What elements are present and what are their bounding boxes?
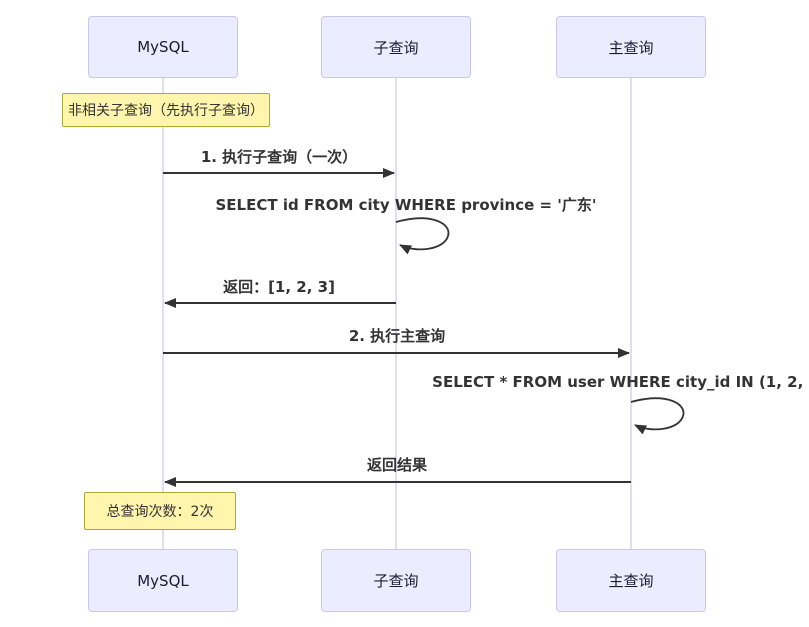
actor-label: 主查询 [608,38,654,57]
actor-bottom-mainquery: 主查询 [556,549,706,612]
message-label-select-city-sql: SELECT id FROM city WHERE province = '广东… [215,196,597,214]
actor-label: 子查询 [373,572,419,590]
message-label-return-result: 返回结果 [366,456,428,474]
actor-bottom-mysql: MySQL [88,549,238,612]
message-label-select-user-sql: SELECT * FROM user WHERE city_id IN (1, … [432,373,809,391]
note-text: 非相关子查询（先执行子查询） [68,103,264,119]
actor-top-mysql: MySQL [88,16,238,78]
message-label-execute-subquery: 1. 执行子查询（一次） [200,148,358,166]
message-self-loop-1 [395,217,450,255]
actor-bottom-subquery: 子查询 [321,549,471,612]
note-noncorrelated-subquery: 非相关子查询（先执行子查询） [62,93,270,127]
actor-top-mainquery: 主查询 [556,16,706,78]
message-self-loop-2 [630,397,685,435]
actor-label: 子查询 [373,38,419,57]
note-total-query-count: 总查询次数：2次 [84,492,236,530]
message-label-return-ids: 返回：[1, 2, 3] [223,278,335,296]
actor-label: MySQL [137,571,189,590]
actor-label: MySQL [137,38,189,56]
actor-top-subquery: 子查询 [321,16,471,78]
note-text: 总查询次数：2次 [106,504,214,520]
actor-label: 主查询 [608,572,654,590]
message-label-execute-mainquery: 2. 执行主查询 [348,327,446,345]
